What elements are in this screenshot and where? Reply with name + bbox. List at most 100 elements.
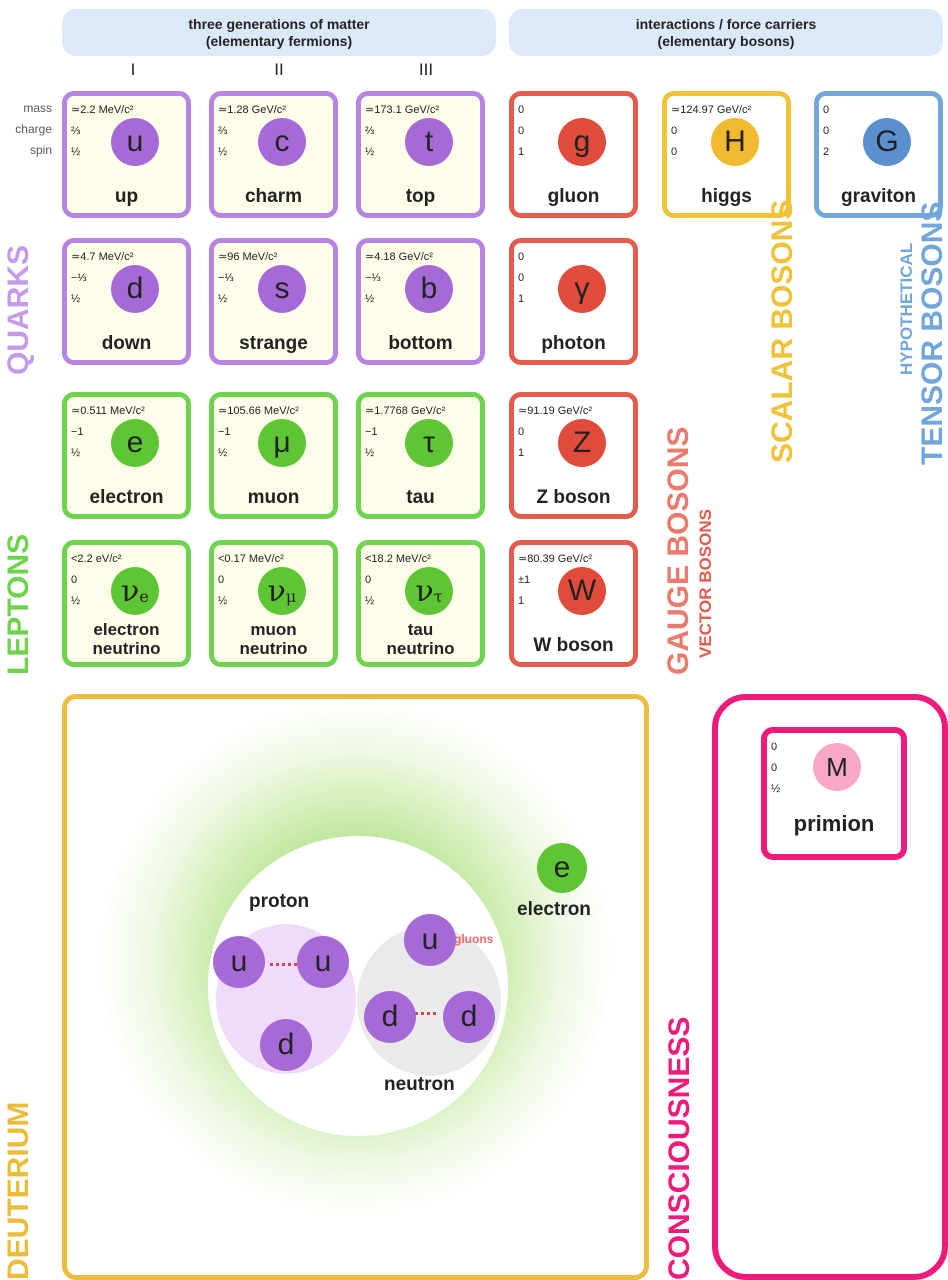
down-spin: ½	[71, 293, 81, 305]
numu-name-line1: muon	[250, 620, 297, 639]
charm-name: charm	[244, 186, 303, 207]
primion-spin: ½	[771, 783, 781, 795]
strange-name: strange	[239, 333, 308, 354]
electron-name: electron	[89, 487, 164, 508]
graviton-symbol: G	[863, 118, 911, 166]
vector-bosons-label: VECTOR BOSONS	[696, 509, 715, 658]
up-name: up	[114, 186, 139, 207]
bosons-header-line2: (elementary bosons)	[657, 32, 795, 49]
up-charge: ⅔	[71, 125, 81, 137]
primion-mass: 0	[771, 741, 778, 753]
top-charge: ⅔	[365, 125, 375, 137]
graviton-charge: 0	[823, 125, 830, 137]
nutau-symbol-sub: τ	[433, 586, 443, 606]
nue-charge: 0	[71, 574, 78, 586]
top-mass: ≃173.1 GeV/c²	[365, 104, 440, 116]
nutau-name-line1: tau	[407, 620, 434, 639]
bosons-header-line1: interactions / force carriers	[635, 15, 817, 32]
muon-name: muon	[247, 487, 300, 508]
numu-mass: <0.17 MeV/c²	[218, 553, 284, 565]
zboson-name: Z boson	[536, 487, 611, 508]
strange-symbol: s	[258, 265, 306, 313]
quarks-label: QUARKS	[2, 244, 35, 375]
proton-quark-3: d	[260, 1019, 312, 1071]
numu-name-line2: neutrino	[239, 639, 308, 658]
nutau-spin: ½	[365, 595, 375, 607]
bottom-symbol: b	[405, 265, 453, 313]
nue-symbol-sub: e	[139, 586, 149, 606]
tau-spin: ½	[365, 447, 375, 459]
consciousness-box	[712, 694, 948, 1280]
wboson-name: W boson	[533, 635, 614, 656]
graviton-spin: 2	[823, 146, 830, 158]
down-mass: ≃4.7 MeV/c²	[71, 251, 134, 263]
higgs-spin: 0	[671, 146, 678, 158]
bottom-charge: −⅓	[365, 272, 381, 284]
graviton-mass: 0	[823, 104, 830, 116]
wboson-mass: ≃80.39 GeV/c²	[518, 553, 593, 565]
neutron-quark-2: d	[364, 991, 416, 1043]
muon-symbol: μ	[258, 419, 306, 467]
gluon-charge: 0	[518, 125, 525, 137]
muon-mass: ≃105.66 MeV/c²	[218, 405, 299, 417]
tensor-bosons-label: TENSOR BOSONS	[916, 201, 948, 465]
down-charge: −⅓	[71, 272, 87, 284]
neutron-label: neutron	[384, 1074, 455, 1095]
neutron-gluon-spring-1	[409, 1012, 437, 1015]
proton-quark-1: u	[213, 936, 265, 988]
tau-mass: ≃1.7768 GeV/c²	[365, 405, 446, 417]
charm-mass: ≃1.28 GeV/c²	[218, 104, 286, 116]
numu-symbol-sub: μ	[285, 586, 297, 606]
muon-spin: ½	[218, 447, 228, 459]
strange-spin: ½	[218, 293, 228, 305]
spin-row-label: spin	[29, 143, 52, 157]
particle-card-graviton: 0 0 2 G graviton	[814, 91, 943, 218]
neutron-quark-3: d	[443, 991, 495, 1043]
electron-label: electron	[517, 899, 591, 920]
strange-mass: ≃96 MeV/c²	[218, 251, 278, 263]
higgs-name: higgs	[701, 186, 752, 207]
tau-symbol: τ	[405, 419, 453, 467]
top-symbol: t	[405, 118, 453, 166]
zboson-charge: 0	[518, 426, 525, 438]
generation-1-label: I	[130, 60, 136, 79]
gluon-mass: 0	[518, 104, 525, 116]
nue-symbol-nu: ν	[121, 573, 140, 609]
photon-symbol: γ	[558, 265, 606, 313]
wboson-symbol: W	[558, 567, 606, 615]
deuterium-label: DEUTERIUM	[2, 1101, 35, 1280]
nue-mass: <2.2 eV/c²	[71, 553, 122, 565]
electron-spin: ½	[71, 447, 81, 459]
bosons-header: interactions / force carriers (elementar…	[509, 9, 943, 56]
muon-charge: −1	[218, 426, 231, 438]
nutau-charge: 0	[365, 574, 372, 586]
photon-charge: 0	[518, 272, 525, 284]
higgs-symbol: H	[711, 118, 759, 166]
zboson-spin: 1	[518, 447, 525, 459]
charm-spin: ½	[218, 146, 228, 158]
graviton-name: graviton	[841, 186, 916, 207]
leptons-label: LEPTONS	[2, 533, 35, 675]
proton-quark-2: u	[297, 936, 349, 988]
electron-symbol: e	[111, 419, 159, 467]
primion-name: primion	[793, 811, 875, 836]
photon-mass: 0	[518, 251, 525, 263]
charge-row-label: charge	[15, 122, 52, 136]
wboson-charge: ±1	[518, 574, 531, 586]
numu-charge: 0	[218, 574, 225, 586]
generation-2-label: II	[274, 60, 284, 79]
scalar-bosons-label: SCALAR BOSONS	[766, 199, 799, 463]
